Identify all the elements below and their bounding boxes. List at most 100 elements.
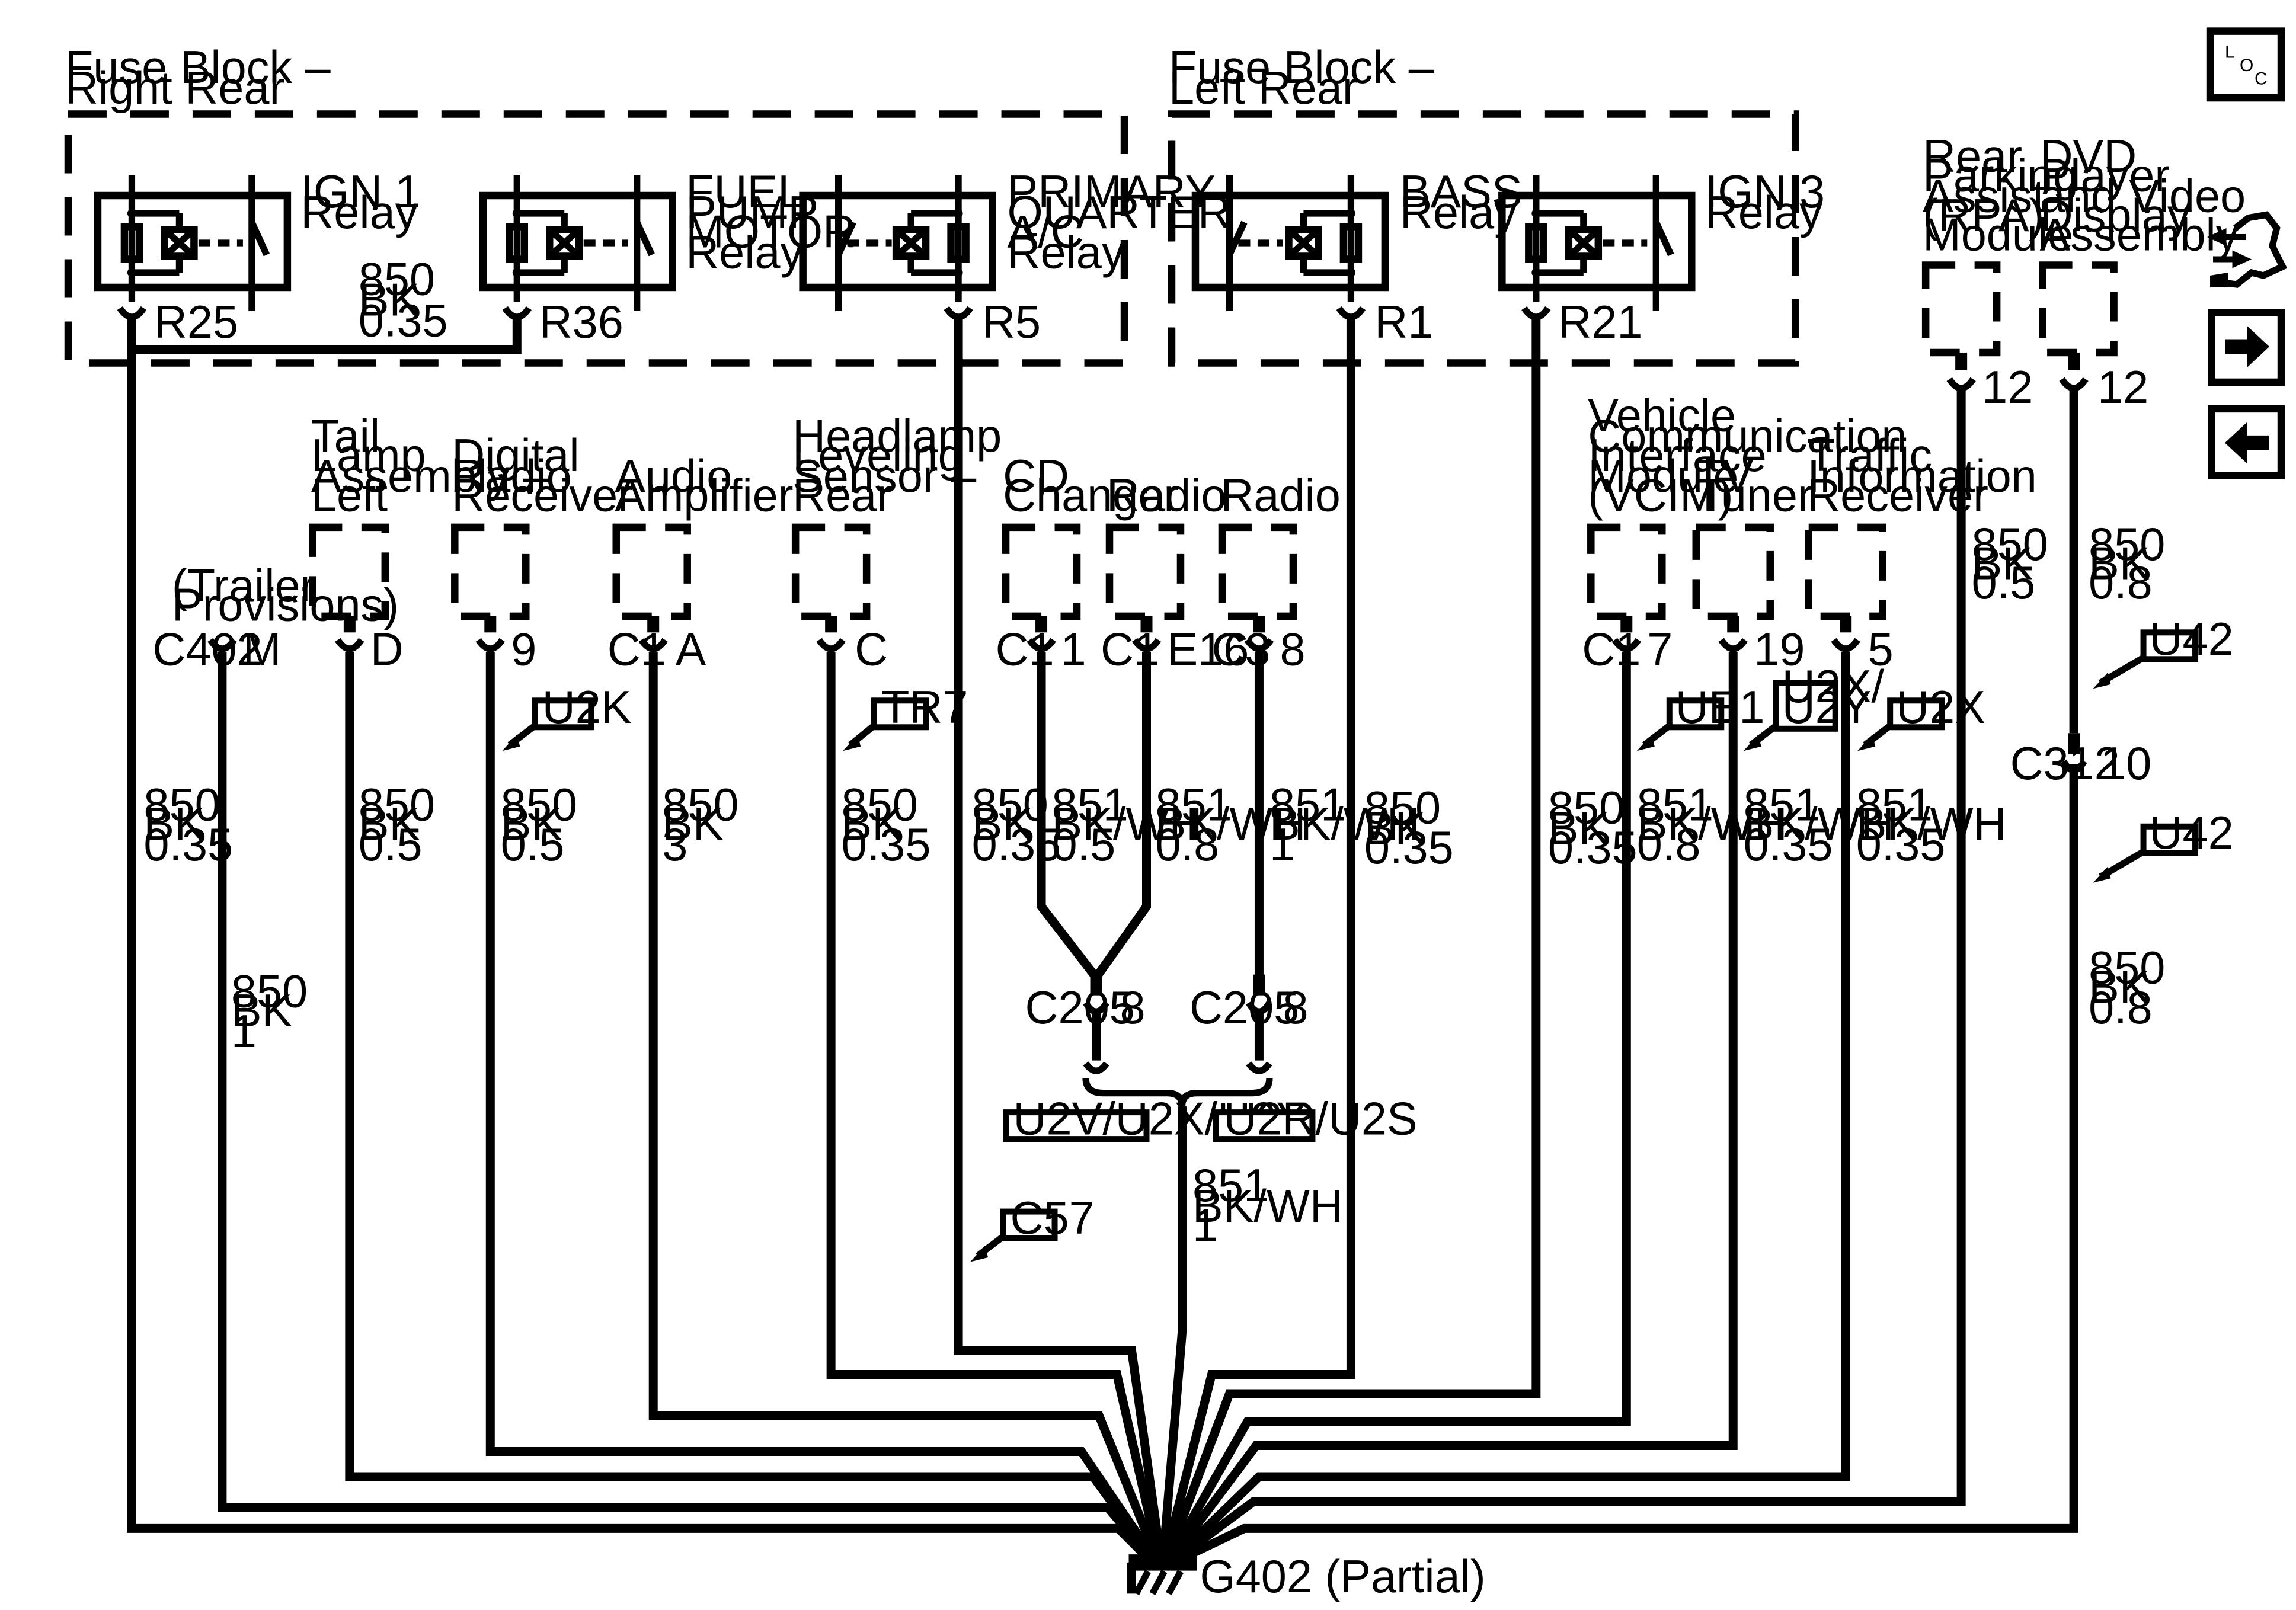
wire-color: BK xyxy=(1548,804,1609,854)
connector-label: C205 xyxy=(1025,982,1135,1033)
svg-text:C: C xyxy=(855,624,888,675)
relay-name: IGN 1 xyxy=(300,167,420,217)
svg-text:9: 9 xyxy=(511,624,536,675)
svg-text:BK: BK xyxy=(1972,538,2033,589)
option-brace xyxy=(1082,1078,1273,1107)
wire-gauge: 0.35 xyxy=(1364,822,1454,873)
previous-page-arrow-icon[interactable] xyxy=(2208,405,2285,479)
svg-text:U2X/: U2X/ xyxy=(1782,661,1885,712)
pin-label: 8 xyxy=(1120,982,1146,1033)
module-name: Radio xyxy=(1107,470,1226,521)
svg-text:and Video: and Video xyxy=(2040,171,2246,222)
wire-circuit: 850 xyxy=(501,780,577,831)
svg-text:5: 5 xyxy=(1868,624,1894,675)
svg-text:U2X: U2X xyxy=(1896,682,1985,733)
wire-gauge: 0.35 xyxy=(842,820,931,870)
module-tv-tuner: TV Tuner 19 851 BK/WH 0.35 xyxy=(1692,451,1894,870)
wire-circuit: 850 xyxy=(972,780,1048,831)
svg-text:BK: BK xyxy=(359,274,420,325)
splice-c205-right: C205 8 xyxy=(1189,651,1309,1074)
module-rpa: Rear Parking Assist (RPA) Module 12 850 … xyxy=(1921,131,2078,609)
module-vcim: Vehicle Communication Interface Module (… xyxy=(1582,390,1907,870)
wire-color: BK/WH xyxy=(1155,799,1306,850)
svg-text:Provisions): Provisions) xyxy=(172,580,399,630)
svg-text:(VCIM): (VCIM) xyxy=(1588,470,1733,521)
wire-circuit: 850 xyxy=(359,780,435,831)
module-name: (VCIM) xyxy=(1588,470,1733,521)
module-name: Tuner xyxy=(1694,470,1812,521)
svg-text:850: 850 xyxy=(972,780,1048,831)
option-tag-ue1: UE1 xyxy=(1636,682,1764,751)
svg-text:BK: BK xyxy=(1364,804,1425,854)
svg-text:Relay: Relay xyxy=(1008,227,1125,278)
wire-color: BK xyxy=(662,799,723,850)
module-name: Radio xyxy=(1220,470,1340,521)
option-tag-u42-lower: U42 xyxy=(2093,808,2234,883)
svg-text:C1: C1 xyxy=(1582,624,1641,675)
svg-text:Rear: Rear xyxy=(1923,131,2022,182)
wire-gauge: 0.35 xyxy=(1744,820,1833,870)
svg-text:Module: Module xyxy=(1588,451,1738,502)
svg-text:BK: BK xyxy=(972,799,1033,850)
svg-text:BK/WH: BK/WH xyxy=(1744,799,1894,850)
loc-letter: L xyxy=(2225,43,2235,62)
svg-text:851: 851 xyxy=(1052,780,1128,831)
pin-label: 8 xyxy=(1280,624,1305,675)
module-tail-lamp-left: Tail Lamp Assembly – Left D 850 BK 0.5 xyxy=(309,411,549,870)
svg-text:850: 850 xyxy=(1972,519,2048,570)
wire-circuit: 850 xyxy=(2089,519,2165,570)
svg-text:0.35: 0.35 xyxy=(1856,820,1946,870)
svg-text:850: 850 xyxy=(662,780,738,831)
svg-text:BK: BK xyxy=(2089,538,2150,589)
svg-text:CD: CD xyxy=(1003,451,1069,502)
svg-text:1: 1 xyxy=(231,1006,257,1057)
svg-text:U2R/U2S: U2R/U2S xyxy=(1223,1094,1417,1145)
svg-text:Headlamp: Headlamp xyxy=(792,411,1002,462)
module-name: Traffic xyxy=(1807,430,1932,481)
svg-text:U42: U42 xyxy=(2150,614,2234,665)
svg-text:TR7: TR7 xyxy=(881,682,968,733)
svg-text:U2Y: U2Y xyxy=(1782,682,1872,733)
fuse-block-title: Fuse Block – xyxy=(1169,42,1435,93)
svg-text:A/C: A/C xyxy=(1008,206,1084,257)
option-tag-u2x-u2y: U2X/ U2Y xyxy=(1743,661,1885,751)
svg-text:R36: R36 xyxy=(539,297,623,348)
wire-gauge: 0.35 xyxy=(1856,820,1946,870)
wire-color: BK/WH xyxy=(1856,799,2007,850)
svg-text:BK/WH: BK/WH xyxy=(1052,799,1203,850)
wire-color: BK xyxy=(2089,538,2150,589)
wire-color: BK xyxy=(2089,962,2150,1013)
module-cd-changer: CD Changer C1 1 851 BK/WH 0.5 xyxy=(996,451,1203,870)
module-headlamp-leveling-sensor: Headlamp Leveling Sensor – Rear C 850 BK… xyxy=(791,411,1002,870)
svg-text:U2K: U2K xyxy=(542,682,632,733)
wire-circuit: 851 xyxy=(1637,780,1713,831)
relay-name: Relay xyxy=(1008,227,1125,278)
svg-text:0.5: 0.5 xyxy=(501,820,565,870)
module-name: Assist xyxy=(1923,171,2045,222)
svg-text:851: 851 xyxy=(1637,780,1713,831)
wire-color: BK/WH xyxy=(1744,799,1894,850)
svg-text:E16: E16 xyxy=(1167,624,1249,675)
wiring-harness-icon[interactable] xyxy=(2207,211,2288,288)
module-radio-c1: Radio C1 E16 851 BK/WH 0.8 xyxy=(1101,470,1306,870)
svg-text:Receiver: Receiver xyxy=(452,470,633,521)
next-page-arrow-icon[interactable] xyxy=(2208,309,2285,386)
wire-color: BK xyxy=(1972,538,2033,589)
svg-text:Sensor –: Sensor – xyxy=(792,451,977,502)
svg-text:BK: BK xyxy=(501,799,562,850)
wire-circuit: 850 xyxy=(662,780,738,831)
svg-text:Traffic: Traffic xyxy=(1807,430,1932,481)
pin-label: 10 xyxy=(2100,738,2151,789)
relay-bass: BASS Relay R1 xyxy=(1191,167,1523,348)
svg-text:0.5: 0.5 xyxy=(1052,820,1116,870)
wire-gauge: 0.8 xyxy=(1637,820,1701,870)
wire-gauge: 1 xyxy=(231,1006,257,1057)
svg-text:BK: BK xyxy=(842,799,903,850)
svg-text:850: 850 xyxy=(1548,783,1625,834)
svg-text:Leveling: Leveling xyxy=(792,430,964,481)
wire-circuit: 851 xyxy=(1192,1160,1269,1211)
loc-button[interactable]: L O C xyxy=(2206,27,2285,102)
svg-text:(Trailer: (Trailer xyxy=(172,561,315,612)
module-name: (RPA) xyxy=(1923,190,2044,241)
svg-text:851: 851 xyxy=(1744,780,1820,831)
